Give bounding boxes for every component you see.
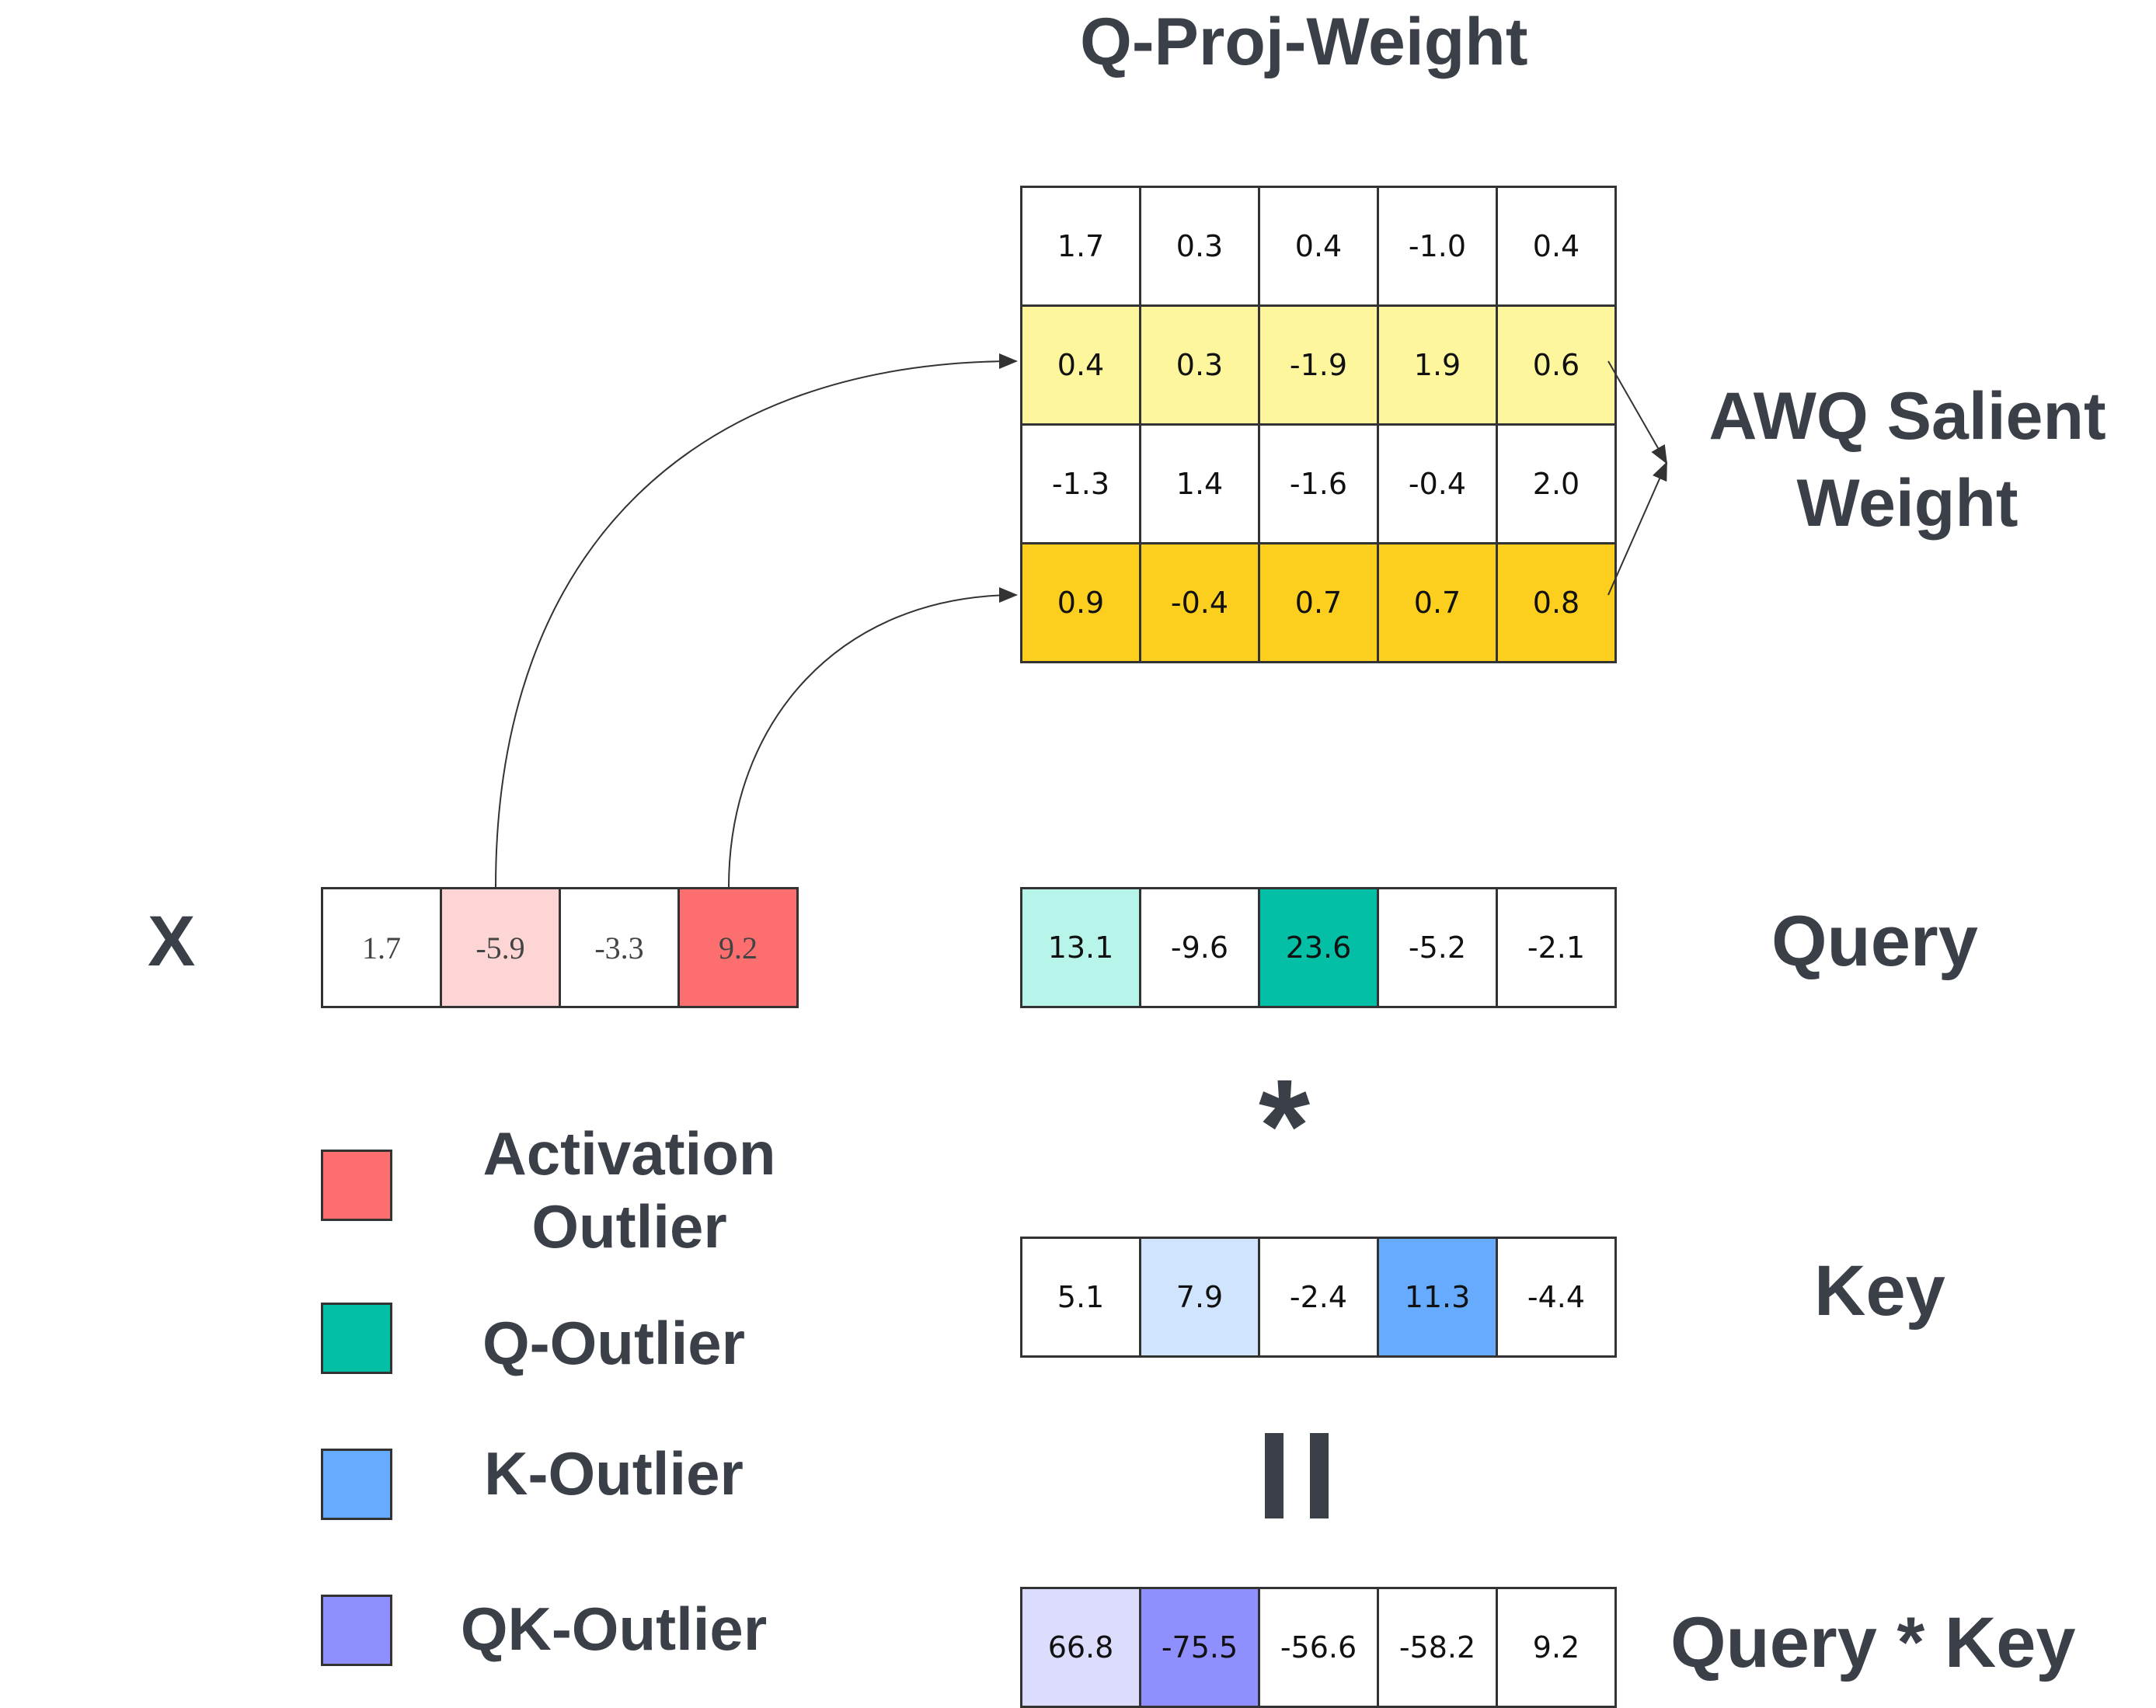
x-cell: -3.3 — [559, 887, 680, 1008]
weight-cell: 0.7 — [1258, 542, 1379, 663]
qk-cell: -75.5 — [1139, 1587, 1260, 1708]
key-cell: -4.4 — [1496, 1237, 1617, 1358]
weight-cell: 0.8 — [1496, 542, 1617, 663]
legend-label-line2: Outlier — [531, 1192, 727, 1261]
query-cell: -5.2 — [1377, 887, 1498, 1008]
weight-cell: 0.4 — [1258, 186, 1379, 307]
legend-swatch-q-outlier — [321, 1303, 392, 1374]
weight-cell: -1.3 — [1020, 423, 1141, 544]
arrow-row4-to-awq — [1607, 461, 1667, 596]
weight-cell: 2.0 — [1496, 423, 1617, 544]
qk-label: Query * Key — [1670, 1603, 2076, 1682]
qk-cell: 9.2 — [1496, 1587, 1617, 1708]
weight-cell: 0.3 — [1139, 304, 1260, 426]
x-cell: 1.7 — [321, 887, 442, 1008]
legend-label-q-outlier: Q-Outlier — [482, 1309, 745, 1377]
weight-cell: -1.0 — [1377, 186, 1498, 307]
legend-label-qk-outlier: QK-Outlier — [460, 1595, 768, 1663]
arrow-x-to-weight-row2 — [495, 353, 1018, 888]
weight-cell: 1.4 — [1139, 423, 1260, 544]
legend-swatch-activation-outlier — [321, 1150, 392, 1221]
query-cell: 13.1 — [1020, 887, 1141, 1008]
weight-cell: -1.9 — [1258, 304, 1379, 426]
qk-cell: 66.8 — [1020, 1587, 1141, 1708]
x-cell: 9.2 — [677, 887, 799, 1008]
awq-salient-label: AWQ Salient Weight — [1690, 373, 2125, 547]
x-label: X — [148, 902, 196, 981]
weight-cell: 1.7 — [1020, 186, 1141, 307]
legend-label-line1: Activation — [482, 1119, 776, 1188]
legend-swatch-k-outlier — [321, 1449, 392, 1520]
legend-label-activation-outlier: Activation Outlier — [435, 1117, 824, 1263]
key-cell: 7.9 — [1139, 1237, 1260, 1358]
key-cell: 5.1 — [1020, 1237, 1141, 1358]
query-cell: -9.6 — [1139, 887, 1260, 1008]
weight-cell: -0.4 — [1377, 423, 1498, 544]
weight-cell: 0.3 — [1139, 186, 1260, 307]
query-cell: 23.6 — [1258, 887, 1379, 1008]
query-cell: -2.1 — [1496, 887, 1617, 1008]
awq-salient-line2: Weight — [1796, 466, 2018, 541]
legend-label-k-outlier: K-Outlier — [484, 1439, 744, 1508]
weight-cell: 0.9 — [1020, 542, 1141, 663]
weight-cell: 0.7 — [1377, 542, 1498, 663]
arrow-row2-to-awq — [1607, 360, 1667, 464]
key-cell: -2.4 — [1258, 1237, 1379, 1358]
query-label: Query — [1771, 902, 1978, 981]
weight-title: Q-Proj-Weight — [1080, 5, 1528, 79]
equals-symbol: = — [1259, 1433, 1336, 1518]
weight-cell: 0.4 — [1496, 186, 1617, 307]
awq-salient-line1: AWQ Salient — [1708, 379, 2106, 454]
weight-cell: 1.9 — [1377, 304, 1498, 426]
weight-cell: -0.4 — [1139, 542, 1260, 663]
legend-swatch-qk-outlier — [321, 1595, 392, 1666]
key-cell: 11.3 — [1377, 1237, 1498, 1358]
qk-cell: -56.6 — [1258, 1587, 1379, 1708]
qk-cell: -58.2 — [1377, 1587, 1498, 1708]
x-cell: -5.9 — [440, 887, 561, 1008]
weight-cell: -1.6 — [1258, 423, 1379, 544]
weight-cell: 0.6 — [1496, 304, 1617, 426]
arrow-x-to-weight-row4 — [728, 587, 1018, 888]
weight-cell: 0.4 — [1020, 304, 1141, 426]
multiply-symbol: * — [1259, 1052, 1311, 1200]
key-label: Key — [1814, 1251, 1945, 1331]
